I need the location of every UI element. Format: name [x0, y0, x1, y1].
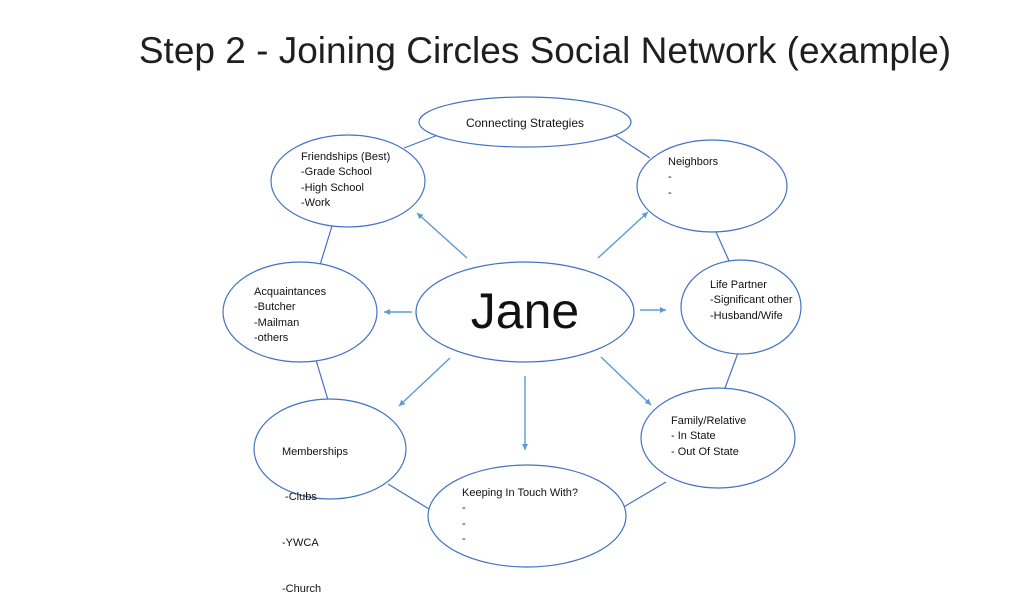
friendships-ellipse	[270, 134, 426, 228]
friendships-label: Friendships (Best) -Grade School -High S…	[301, 150, 390, 211]
jane-ellipse	[415, 261, 635, 363]
life-partner-label: Life Partner -Significant other -Husband…	[710, 278, 793, 324]
node-line: -Work	[301, 196, 331, 209]
node-line: - In State	[671, 430, 716, 443]
arrow-to-friendships	[416, 212, 468, 259]
arrow-to-family	[600, 356, 652, 406]
node-line: -	[668, 171, 672, 184]
node-shapes	[222, 96, 802, 568]
node-line: -others	[254, 331, 289, 344]
connecting-strategies-ellipse	[418, 96, 632, 148]
connector-friendships-acquaintances	[319, 225, 333, 266]
connector-strategies-neighbors	[611, 132, 651, 159]
connector-memberships-keeping	[387, 483, 435, 513]
memberships-ellipse	[253, 398, 407, 500]
node-line: Family/Relative	[671, 415, 747, 427]
center-label: Jane	[470, 283, 580, 339]
node-line: -High School	[301, 181, 364, 194]
ring-connectors	[315, 132, 739, 513]
connector-strategies-friendships	[403, 134, 439, 149]
node-line: -	[462, 517, 466, 530]
node-line: -Mailman	[254, 316, 300, 329]
family-ellipse	[640, 387, 796, 489]
keeping-in-touch-ellipse	[427, 464, 627, 568]
node-line: Acquaintances	[254, 286, 327, 298]
neighbors-ellipse	[636, 139, 788, 233]
node-line: -Significant other	[710, 294, 793, 307]
node-line: Neighbors	[668, 156, 719, 168]
connector-lifepartner-family	[724, 352, 739, 389]
node-line: -YWCA	[282, 537, 319, 550]
node-line: -	[668, 186, 672, 199]
memberships-label: Memberships -Clubs -YWCA -Church	[282, 414, 348, 613]
connector-neighbors-lifepartner	[715, 231, 731, 264]
slide-title: Step 2 - Joining Circles Social Network …	[138, 30, 952, 71]
acquaintances-ellipse	[222, 261, 378, 363]
node-line: Keeping In Touch With?	[462, 487, 578, 499]
arrows	[384, 211, 666, 450]
node-line: -Husband/Wife	[710, 309, 783, 322]
node-line: Friendships (Best)	[301, 151, 391, 163]
network-diagram	[222, 96, 802, 568]
connecting-strategies-label: Connecting Strategies	[419, 116, 631, 130]
node-line: -Church	[282, 583, 322, 596]
node-line: Life Partner	[710, 279, 767, 291]
node-line: Memberships	[282, 445, 349, 458]
family-label: Family/Relative - In State - Out Of Stat…	[671, 414, 746, 460]
node-line: -	[462, 502, 466, 515]
acquaintances-label: Acquaintances -Butcher -Mailman -others	[254, 285, 326, 346]
arrow-to-neighbors	[597, 211, 649, 259]
node-line: -	[462, 532, 466, 545]
node-line: - Out Of State	[671, 445, 739, 458]
node-line: -Grade School	[301, 166, 372, 179]
life-partner-ellipse	[680, 259, 802, 355]
neighbors-label: Neighbors - -	[668, 155, 718, 201]
node-line: -Clubs	[282, 491, 317, 504]
arrow-to-memberships	[398, 357, 451, 407]
node-line: -Butcher	[254, 301, 296, 314]
node-line: Connecting Strategies	[465, 116, 585, 130]
keeping-in-touch-label: Keeping In Touch With? - - -	[462, 486, 578, 547]
connector-acquaintances-memberships	[315, 359, 329, 401]
connector-family-keeping	[621, 481, 667, 509]
